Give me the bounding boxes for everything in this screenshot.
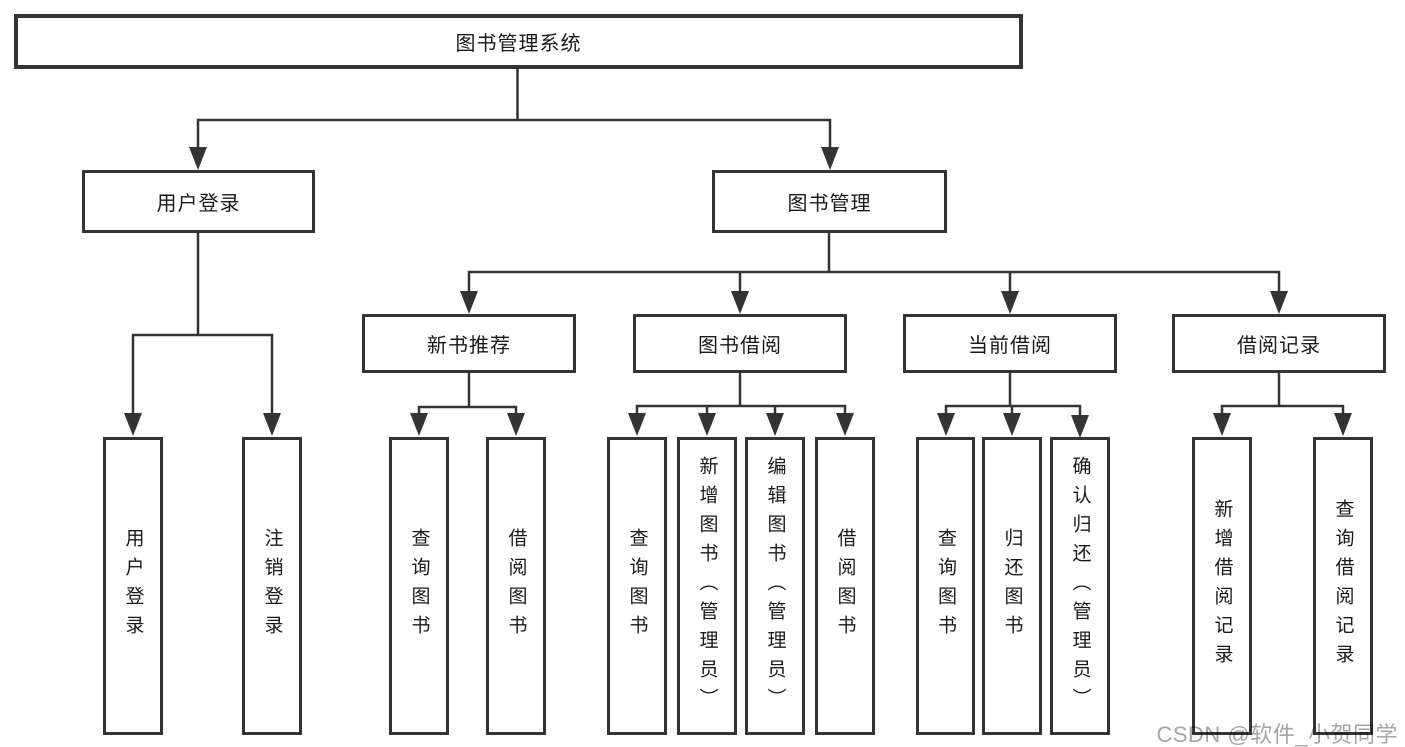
leaf-query-books-current: 查询图书: [916, 437, 975, 735]
leaf-query-books-borrow: 查询图书: [607, 437, 667, 735]
leaf-query-borrow-record: 查询借阅记录: [1313, 437, 1373, 735]
arrowhead-down-icon: [263, 413, 281, 436]
arrowhead-down-icon: [507, 413, 525, 436]
leaf-borrow-books-newrec: 借阅图书: [486, 437, 546, 735]
leaf-return-books: 归还图书: [982, 437, 1042, 735]
connector-newrec-to-leaves: [417, 373, 518, 416]
node-book-management: 图书管理: [712, 170, 947, 233]
node-new-book-recommend: 新书推荐: [362, 314, 576, 373]
connector-records-to-leaves: [1220, 373, 1345, 416]
arrowhead-down-icon: [1334, 413, 1352, 436]
node-current-borrowing: 当前借阅: [903, 314, 1117, 373]
connector-current-to-leaves: [944, 373, 1082, 418]
leaf-add-books-admin: 新增图书（管理员）: [677, 437, 737, 735]
arrowhead-down-icon: [1213, 413, 1231, 436]
arrowhead-down-icon: [1003, 413, 1021, 436]
arrowhead-down-icon: [766, 413, 784, 436]
leaf-edit-books-admin: 编辑图书（管理员）: [745, 437, 805, 735]
arrowhead-down-icon: [821, 147, 839, 170]
arrowhead-down-icon: [1270, 291, 1288, 314]
arrowhead-down-icon: [410, 413, 428, 436]
connector-bookmgmt-to-level3: [467, 233, 1281, 294]
arrowhead-down-icon: [937, 413, 955, 436]
arrowhead-down-icon: [731, 291, 749, 314]
arrowhead-down-icon: [189, 147, 207, 170]
arrowhead-down-icon: [698, 413, 716, 436]
node-user-login: 用户登录: [82, 170, 315, 233]
arrowhead-down-icon: [836, 413, 854, 436]
leaf-add-borrow-record: 新增借阅记录: [1192, 437, 1252, 735]
arrowhead-down-icon: [628, 413, 646, 436]
node-borrowing-records: 借阅记录: [1172, 314, 1386, 373]
connector-borrow-to-leaves: [635, 373, 847, 416]
leaf-borrow-books: 借阅图书: [815, 437, 875, 735]
arrowhead-down-icon: [1001, 291, 1019, 314]
csdn-watermark: CSDN @软件_小贺同学: [1156, 722, 1398, 747]
arrowhead-down-icon: [124, 413, 142, 436]
leaf-user-login: 用户登录: [103, 437, 163, 735]
leaf-confirm-return-admin: 确认归还（管理员）: [1050, 437, 1110, 735]
node-book-borrowing: 图书借阅: [633, 314, 847, 373]
leaf-query-books-newrec: 查询图书: [389, 437, 449, 735]
connector-root-to-level2: [196, 69, 832, 150]
arrowhead-down-icon: [1071, 415, 1089, 438]
arrowhead-down-icon: [460, 291, 478, 314]
leaf-logout: 注销登录: [242, 437, 302, 735]
connector-login-to-leaves: [131, 233, 274, 416]
node-library-management-system: 图书管理系统: [14, 14, 1023, 69]
